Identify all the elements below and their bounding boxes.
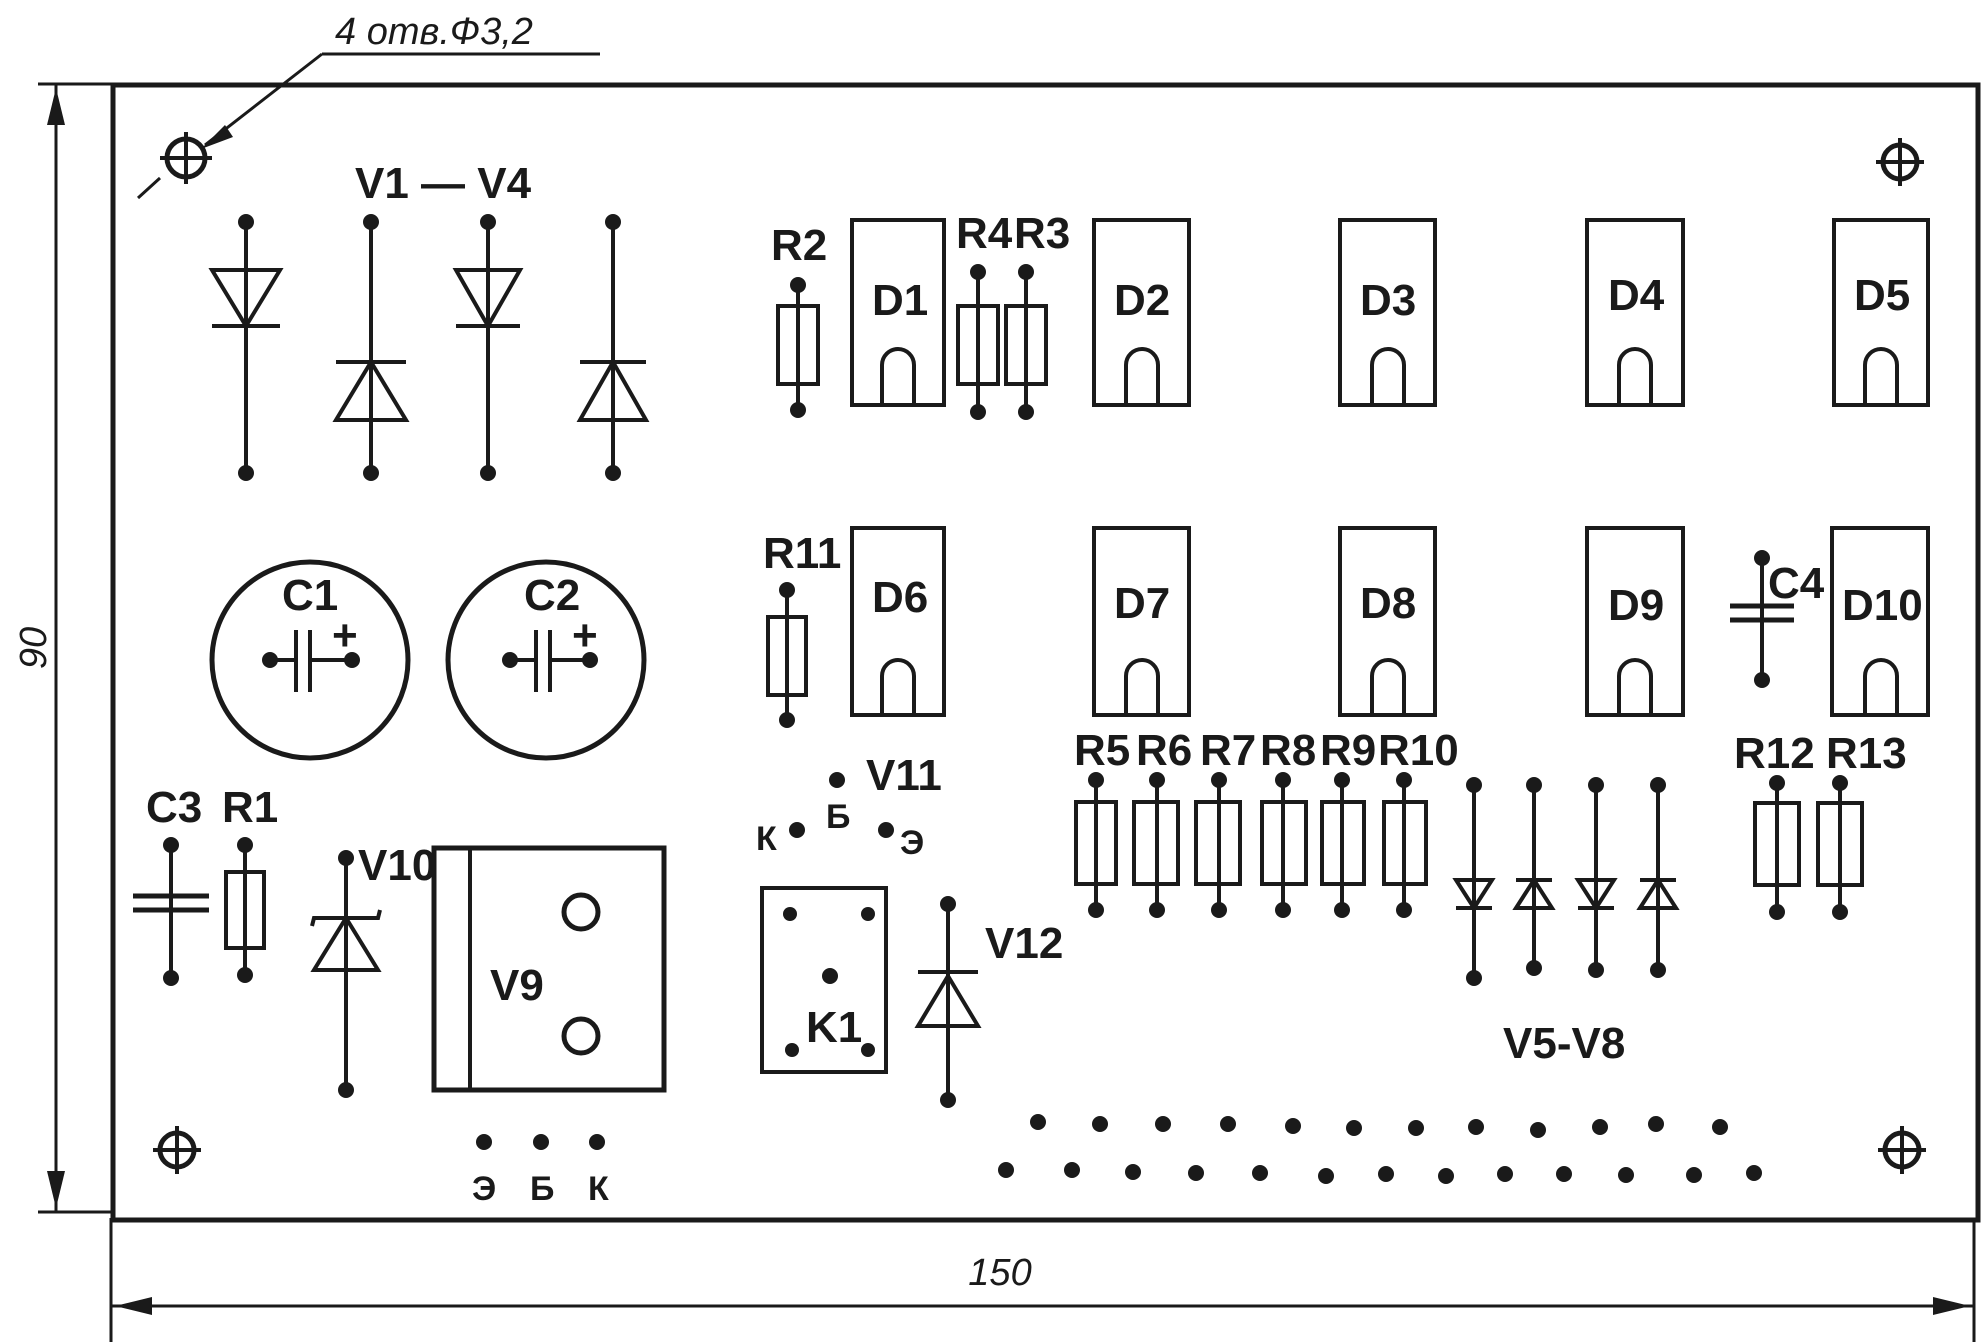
c3-label: C3 [146, 783, 202, 832]
resistor-row-r5-r10: R5 R6 R7 R8 R9 [1074, 726, 1459, 918]
height-value: 90 [13, 627, 55, 669]
edge-connector-pads [998, 1114, 1762, 1184]
diodes-v5-v8: V5-V8 [1452, 777, 1680, 1068]
v11-pin-e: Э [900, 824, 924, 862]
chip-d5: D5 [1832, 218, 1930, 407]
capacitor-c2: C2 + [445, 559, 647, 761]
chip-d1: D1 [850, 218, 946, 407]
d3-label: D3 [1360, 276, 1416, 325]
r5-label: R5 [1074, 726, 1130, 775]
c2-label: C2 [524, 571, 580, 620]
resistor-r8: R8 [1260, 726, 1316, 918]
v9-pin-e: Э [472, 1170, 496, 1208]
k1-label: K1 [806, 1003, 862, 1052]
resistor-r11: R11 [763, 529, 841, 728]
resistor-r4: R4 [956, 209, 1013, 420]
v11-label: V11 [866, 751, 942, 800]
v9-pin-b: Б [530, 1170, 554, 1208]
r1-label: R1 [222, 783, 278, 832]
diode-bridge-v1-v4: V1 — V4 [208, 159, 650, 481]
mounting-hole-icon [1878, 1126, 1926, 1174]
capacitor-c3: C3 [133, 783, 209, 986]
resistor-r3: R3 [1004, 209, 1070, 420]
d6-label: D6 [872, 573, 928, 622]
d7-label: D7 [1114, 579, 1170, 628]
transistor-v9: V9 Э Б К [431, 845, 667, 1208]
chip-d3: D3 [1338, 218, 1437, 407]
c1-plus: + [332, 611, 358, 660]
mounting-hole-icon [160, 132, 212, 184]
r9-label: R9 [1320, 726, 1376, 775]
d8-label: D8 [1360, 579, 1416, 628]
r13-label: R13 [1826, 729, 1907, 778]
relay-k1: K1 [760, 886, 888, 1074]
capacitor-c4: C4 [1730, 550, 1825, 688]
height-dimension: 90 [13, 82, 115, 1214]
hole-note-text: 4 отв.Ф3,2 [335, 11, 533, 53]
chip-d7: D7 [1092, 526, 1191, 717]
resistor-r7: R7 [1194, 726, 1256, 918]
chip-d6: D6 [850, 526, 946, 717]
mounting-hole-icon [153, 1126, 201, 1174]
resistor-r6: R6 [1132, 726, 1192, 918]
v12-label: V12 [985, 919, 1063, 968]
d5-label: D5 [1854, 271, 1910, 320]
r2-label: R2 [771, 221, 827, 270]
resistor-r10: R10 [1378, 726, 1459, 918]
r7-label: R7 [1200, 726, 1256, 775]
diode-v12: V12 [914, 896, 1063, 1108]
r10-label: R10 [1378, 726, 1459, 775]
chip-d10: D10 [1830, 526, 1930, 717]
chip-d4: D4 [1585, 218, 1685, 407]
width-dimension: 150 [109, 1218, 1976, 1342]
chip-d9: D9 [1585, 526, 1685, 717]
r3-label: R3 [1014, 209, 1070, 258]
diode-icon [1636, 777, 1680, 978]
board-outline [110, 82, 1981, 1223]
resistor-r13: R13 [1816, 729, 1907, 920]
v10-label: V10 [358, 841, 436, 890]
mounting-holes [153, 132, 1926, 1174]
resistor-r12: R12 [1734, 729, 1815, 920]
chip-d8: D8 [1338, 526, 1437, 717]
zener-v10: V10 [310, 841, 436, 1098]
c2-plus: + [572, 611, 598, 660]
diode-icon [1452, 777, 1496, 986]
diode-icon [452, 214, 524, 481]
v9-pin-k: К [588, 1170, 609, 1208]
r4-label: R4 [956, 209, 1013, 258]
d2-label: D2 [1114, 276, 1170, 325]
capacitor-c1: C1 + [209, 559, 411, 761]
hole-note: 4 отв.Ф3,2 [136, 11, 600, 200]
resistor-r2: R2 [771, 221, 827, 418]
diodes-right-label: V5-V8 [1503, 1019, 1625, 1068]
d10-label: D10 [1842, 581, 1923, 630]
chip-d2: D2 [1092, 218, 1191, 407]
d9-label: D9 [1608, 581, 1664, 630]
diode-icon [1512, 777, 1556, 976]
c1-label: C1 [282, 571, 338, 620]
d4-label: D4 [1608, 271, 1665, 320]
transistor-v11: V11 Б К Э [756, 751, 942, 862]
diode-icon [576, 214, 650, 481]
mounting-hole-icon [1876, 138, 1924, 186]
r11-label: R11 [763, 529, 841, 578]
v11-pin-b: Б [826, 798, 850, 836]
v9-label: V9 [490, 961, 544, 1010]
d1-label: D1 [872, 276, 928, 325]
c4-label: C4 [1768, 559, 1825, 608]
r12-label: R12 [1734, 729, 1815, 778]
resistor-r9: R9 [1320, 726, 1376, 918]
resistor-r1: R1 [222, 783, 278, 983]
diode-icon [332, 214, 410, 481]
diode-icon [208, 214, 284, 481]
resistor-r5: R5 [1074, 726, 1130, 918]
r8-label: R8 [1260, 726, 1316, 775]
width-value: 150 [968, 1252, 1031, 1294]
v11-pin-k: К [756, 820, 777, 858]
r6-label: R6 [1136, 726, 1192, 775]
diode-icon [1574, 777, 1618, 978]
diodes-top-label: V1 — V4 [355, 159, 532, 208]
